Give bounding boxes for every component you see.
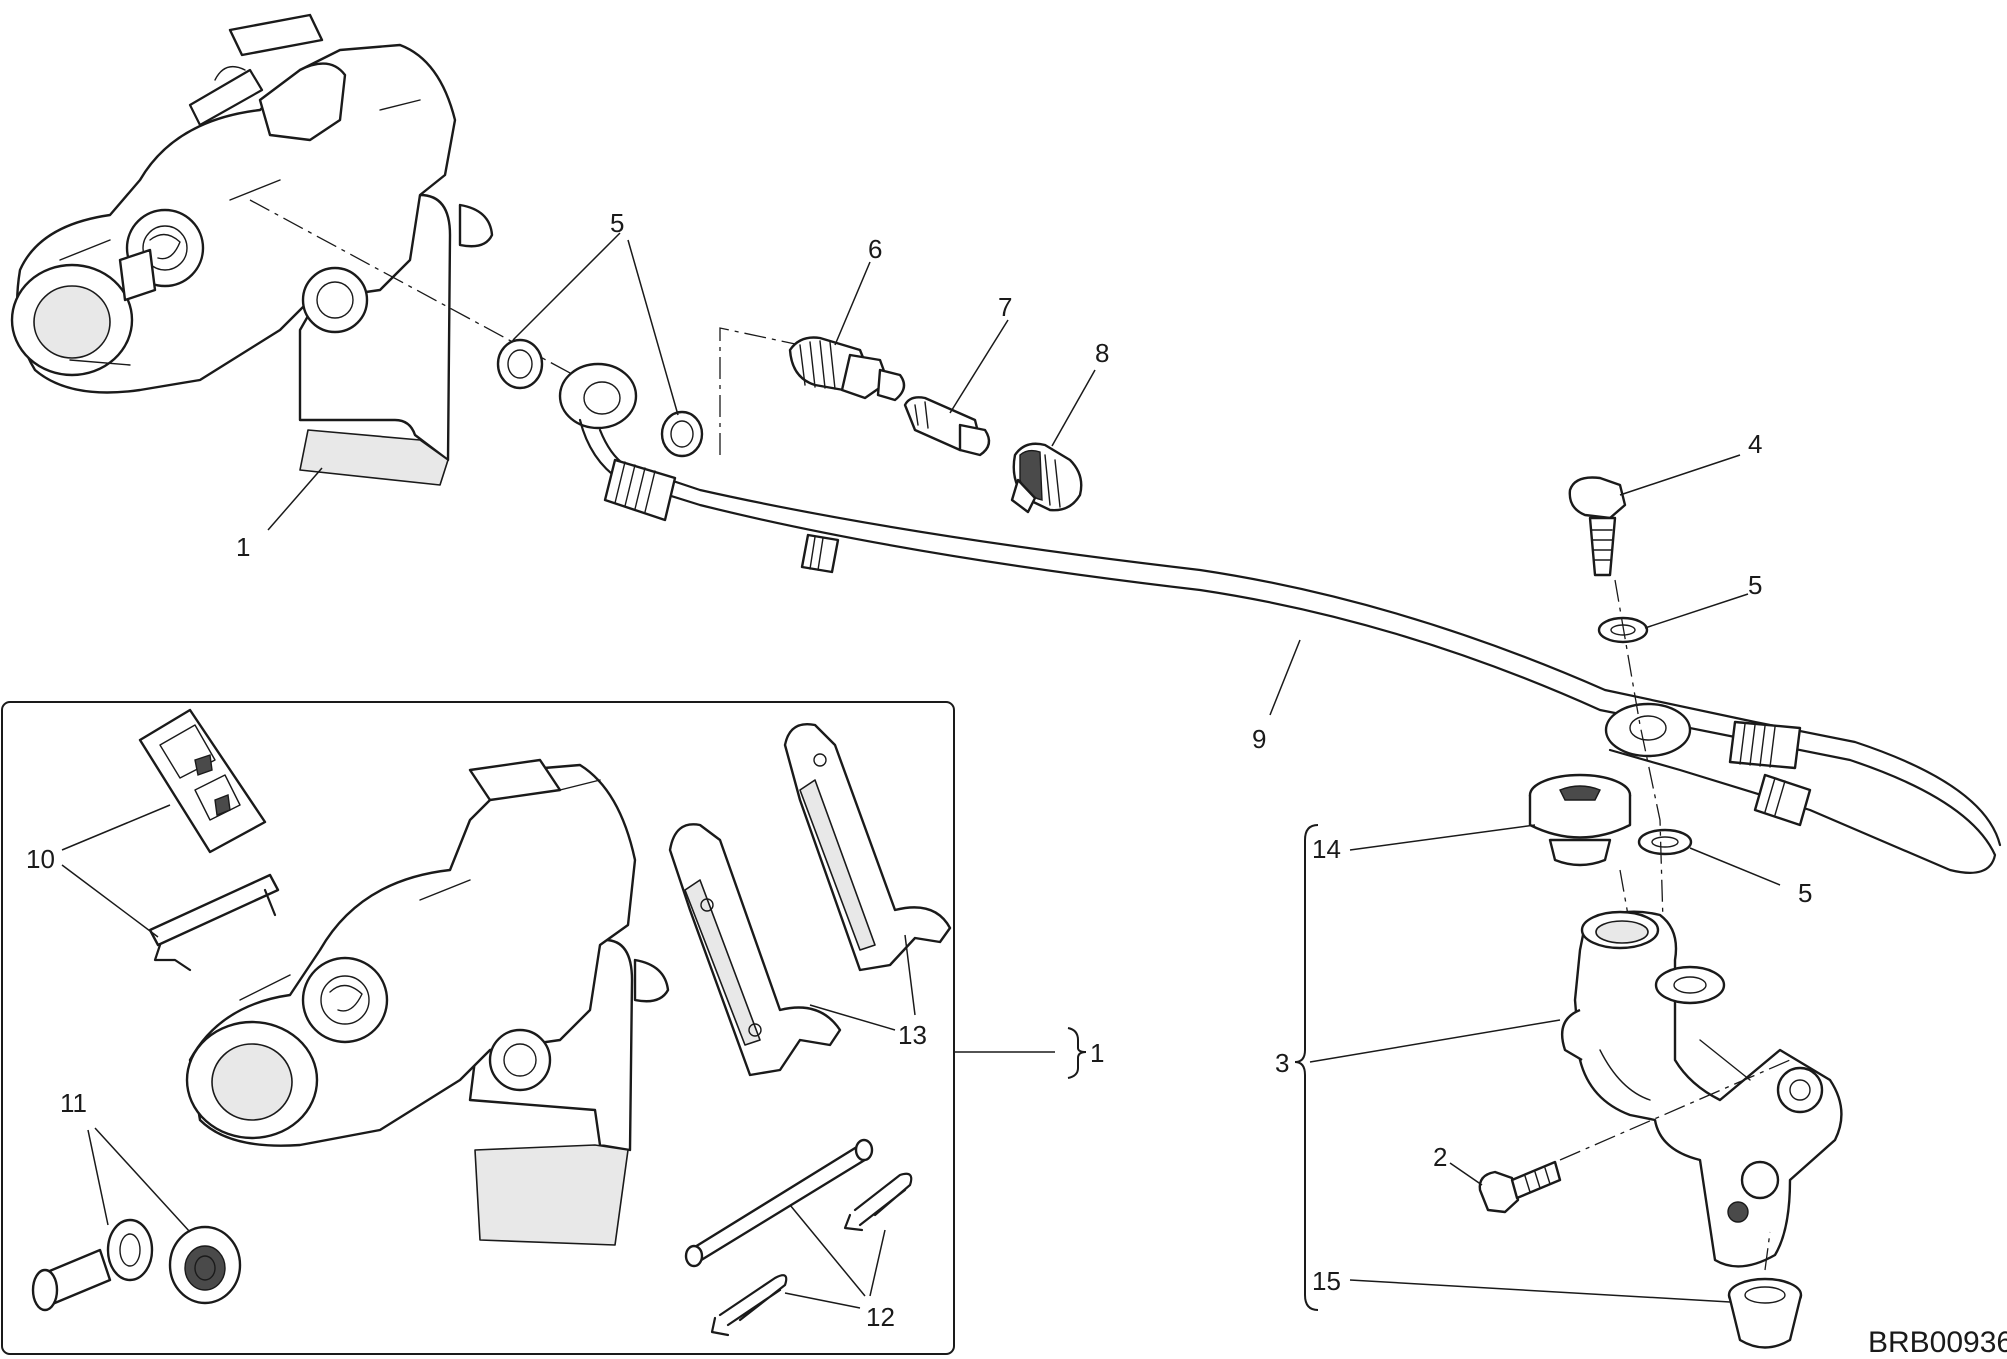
screw-2[interactable] xyxy=(1478,1160,1562,1214)
callout-5-left: 5 xyxy=(610,208,624,238)
leader-10a xyxy=(61,804,171,851)
kit-caliper-body[interactable] xyxy=(185,758,670,1246)
centerline-bleed xyxy=(719,327,801,455)
callout-5-right-top: 5 xyxy=(1748,570,1762,600)
brace-master-cylinder xyxy=(1294,824,1319,1311)
bleed-valve-6[interactable] xyxy=(788,336,906,402)
banjo-bolt-4[interactable] xyxy=(1568,476,1627,577)
leader-8 xyxy=(1051,369,1096,447)
leader-1-top xyxy=(267,467,323,531)
reservoir-cap-14[interactable] xyxy=(1528,773,1632,867)
pad-spring-10b[interactable] xyxy=(148,873,280,972)
washer-5a[interactable] xyxy=(496,338,544,390)
callout-9: 9 xyxy=(1252,724,1266,754)
leader-15 xyxy=(1349,1279,1731,1303)
leader-12b xyxy=(789,1204,866,1297)
callout-14: 14 xyxy=(1312,834,1341,864)
leader-13b xyxy=(904,934,916,1016)
leader-10b xyxy=(61,864,159,938)
callout-8: 8 xyxy=(1095,338,1109,368)
brake-pad-13b[interactable] xyxy=(783,723,952,972)
washer-5b[interactable] xyxy=(660,410,704,458)
brake-pad-13a[interactable] xyxy=(668,823,842,1077)
pin-clip-12a[interactable] xyxy=(843,1172,913,1232)
pin-clip-12b[interactable] xyxy=(710,1274,788,1337)
leader-5-right-bottom xyxy=(1689,847,1781,886)
leader-13a xyxy=(809,1004,896,1031)
centerline-caliper xyxy=(249,199,621,401)
callout-2: 2 xyxy=(1433,1142,1447,1172)
leader-6 xyxy=(834,261,871,346)
centerline-master xyxy=(1614,579,1666,991)
leader-14 xyxy=(1349,824,1536,851)
leader-11b xyxy=(94,1127,191,1233)
callout-1-kit: 1 xyxy=(1090,1038,1104,1068)
hose-banjo-end-top xyxy=(558,362,638,430)
bushing-11a[interactable] xyxy=(31,1218,154,1312)
leader-11a xyxy=(87,1129,109,1226)
callout-5-right-bottom: 5 xyxy=(1798,878,1812,908)
centerline-screw xyxy=(1559,1059,1791,1161)
leader-3 xyxy=(1309,1019,1561,1063)
centerline-reservoir xyxy=(1619,869,1629,916)
dust-cap-8[interactable] xyxy=(1010,442,1083,514)
callout-13: 13 xyxy=(898,1020,927,1050)
bleed-nipple-7[interactable] xyxy=(903,396,991,457)
leader-7 xyxy=(949,319,1009,414)
leader-12c xyxy=(869,1229,886,1297)
callout-4: 4 xyxy=(1748,429,1762,459)
callout-7: 7 xyxy=(998,292,1012,322)
brake-hose-9[interactable] xyxy=(578,418,2002,874)
drawing-code: BRB00936 xyxy=(1868,1326,2007,1359)
pin-12[interactable] xyxy=(684,1138,874,1268)
leader-5-left xyxy=(512,232,621,341)
callout-1-top: 1 xyxy=(236,532,250,562)
centerline-boot xyxy=(1764,1231,1771,1271)
callout-12: 12 xyxy=(866,1302,895,1332)
leader-4 xyxy=(1619,454,1741,496)
washer-5d[interactable] xyxy=(1637,828,1693,856)
pad-spring-10a[interactable] xyxy=(138,708,267,854)
leader-9 xyxy=(1269,639,1301,716)
bushing-11b[interactable] xyxy=(168,1225,242,1305)
leader-5-right-top xyxy=(1644,593,1749,629)
callout-11: 11 xyxy=(60,1088,87,1118)
brace-kit xyxy=(1067,1027,1087,1079)
master-cylinder-3[interactable] xyxy=(1560,910,1843,1268)
callout-10: 10 xyxy=(26,844,55,874)
leader-12a xyxy=(784,1292,861,1309)
caliper-kit-frame xyxy=(1,701,955,1355)
callout-3: 3 xyxy=(1275,1048,1289,1078)
leader-5-mid xyxy=(627,239,679,416)
boot-15[interactable] xyxy=(1727,1277,1803,1349)
leader-2 xyxy=(1449,1162,1483,1186)
rear-caliper-top[interactable] xyxy=(10,13,494,486)
callout-15: 15 xyxy=(1312,1266,1341,1296)
callout-6: 6 xyxy=(868,234,882,264)
